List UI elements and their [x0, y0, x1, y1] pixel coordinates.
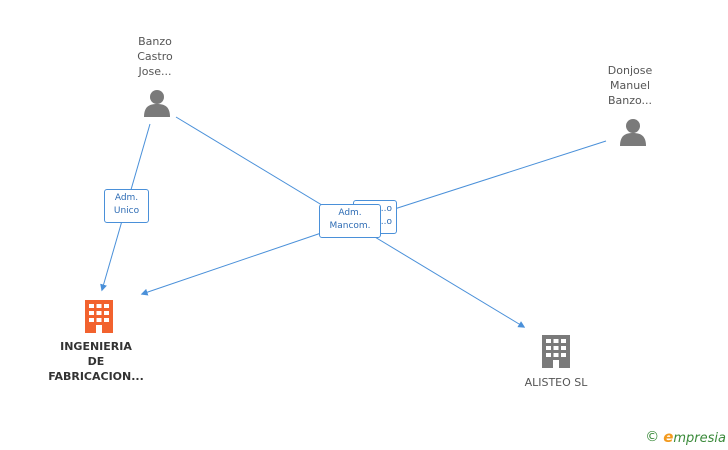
edge-person2-hub	[381, 140, 607, 214]
edge-role-label: Adm. Unico	[104, 189, 149, 223]
edge-hub-company1	[140, 229, 331, 296]
person-icon[interactable]	[144, 90, 170, 117]
company-name-label[interactable]: INGENIERIA DE FABRICACION...	[48, 340, 144, 383]
building-icon[interactable]	[85, 300, 113, 333]
person-name-label[interactable]: Donjose Manuel Banzo...	[607, 64, 653, 107]
building-icon[interactable]	[542, 335, 570, 368]
company-name-label[interactable]: ALISTEO SL	[524, 376, 588, 389]
brand-logo[interactable]: empresia	[663, 428, 726, 446]
copyright-icon: ©	[645, 429, 660, 445]
person-icon[interactable]	[620, 119, 646, 146]
brand-footer[interactable]: © empresia	[645, 428, 726, 446]
person-name-label[interactable]: Banzo Castro Jose...	[137, 35, 173, 78]
edge-role-label: Adm. Mancom.	[319, 204, 381, 238]
